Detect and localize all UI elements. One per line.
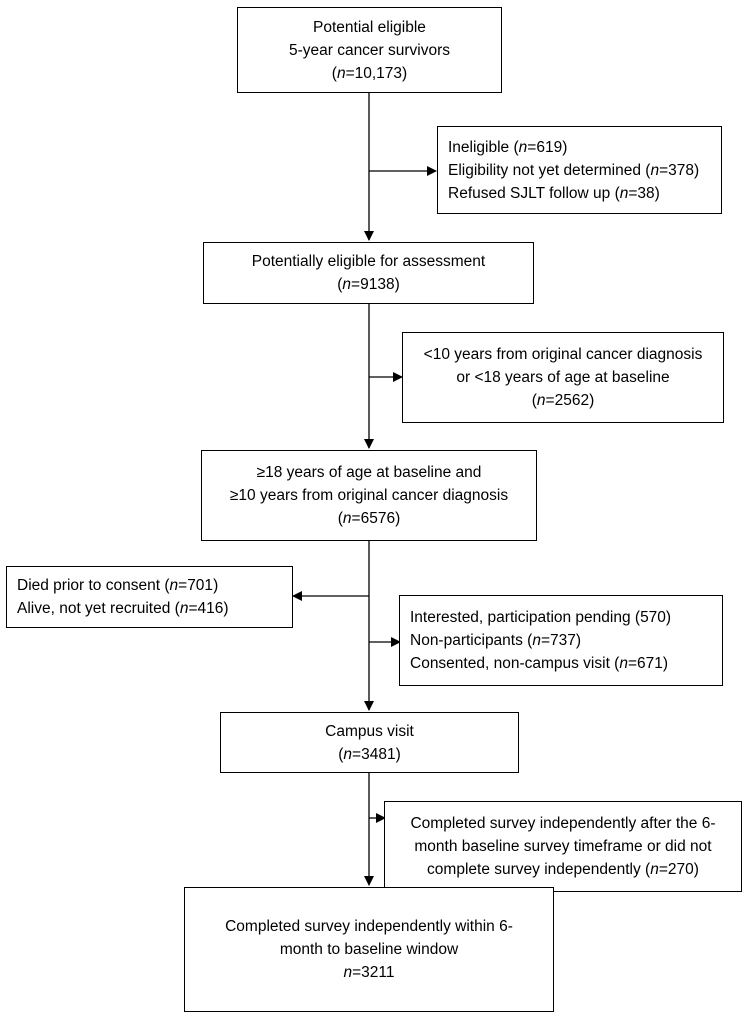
ineligible-line2: Eligibility not yet determined (n=378)	[448, 161, 700, 179]
excluded-age-count: (n=2562)	[531, 392, 595, 409]
box-ineligible: Ineligible (n=619) Eligibility not yet d…	[437, 126, 722, 214]
box-completed-within: Completed survey independently within 6-…	[184, 887, 554, 1012]
completed-within-count: n=3211	[343, 964, 395, 981]
box-excluded-age: <10 years from original cancer diagnosis…	[402, 332, 724, 423]
completed-within-line2: month to baseline window	[279, 941, 459, 958]
box-completed-after: Completed survey independently after the…	[384, 801, 742, 892]
eligible-assessment-count: (n=9138)	[337, 276, 400, 293]
box-potential-eligible: Potential eligible 5-year cancer survivo…	[237, 7, 502, 93]
box-potential-eligible-line1: Potential eligible	[313, 18, 426, 36]
box-potential-eligible-line2: 5-year cancer survivors	[288, 41, 451, 59]
died-line1: Died prior to consent (n=701)	[17, 577, 219, 594]
eligible-assessment-line1: Potentially eligible for assessment	[251, 253, 486, 270]
completed-after-line1: Completed survey independently after the…	[410, 815, 716, 832]
completed-after-line2: month baseline survey timeframe or did n…	[414, 838, 712, 855]
excluded-age-line2: or <18 years of age at baseline	[456, 369, 670, 386]
age18-count: (n=6576)	[337, 510, 401, 527]
campus-visit-line1: Campus visit	[325, 722, 414, 740]
interested-line3: Consented, non-campus visit (n=671)	[410, 655, 669, 672]
age18-line1: ≥18 years of age at baseline and	[256, 464, 482, 481]
completed-after-line3: complete survey independently (n=270)	[427, 861, 699, 878]
age18-line2: ≥10 years from original cancer diagnosis	[229, 487, 509, 504]
died-line2: Alive, not yet recruited (n=416)	[17, 600, 229, 617]
box-campus-visit: Campus visit (n=3481)	[220, 712, 519, 773]
interested-line2: Non-participants (n=737)	[410, 632, 582, 649]
box-died: Died prior to consent (n=701) Alive, not…	[6, 566, 293, 628]
ineligible-line3: Refused SJLT follow up (n=38)	[448, 184, 660, 202]
box-age18-10yr: ≥18 years of age at baseline and ≥10 yea…	[201, 450, 537, 541]
ineligible-line1: Ineligible (n=619)	[448, 138, 568, 156]
box-potential-eligible-count: (n=10,173)	[331, 64, 408, 82]
box-eligible-assessment: Potentially eligible for assessment (n=9…	[203, 242, 534, 304]
excluded-age-line1: <10 years from original cancer diagnosis	[423, 346, 703, 363]
completed-within-line1: Completed survey independently within 6-	[225, 918, 513, 935]
interested-line1: Interested, participation pending (570)	[410, 609, 672, 626]
campus-visit-count: (n=3481)	[338, 745, 401, 763]
box-interested: Interested, participation pending (570) …	[399, 595, 723, 686]
